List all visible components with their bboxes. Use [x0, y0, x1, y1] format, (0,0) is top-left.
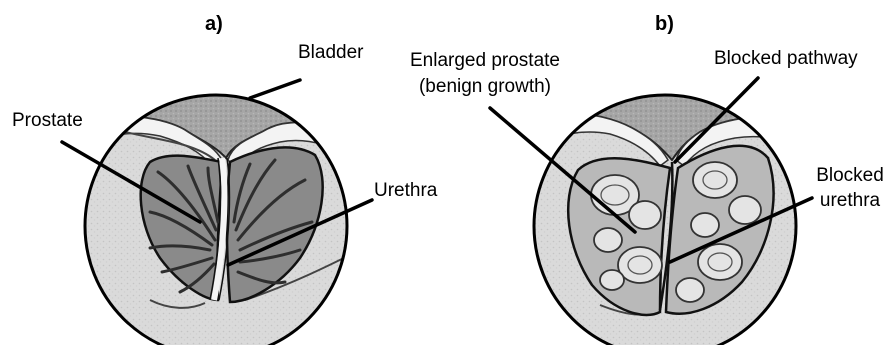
label-blocked-pathway: Blocked pathway [714, 48, 858, 70]
label-enlarged-prostate-line1: Enlarged prostate [400, 50, 570, 72]
panel-b-label: b) [655, 13, 674, 35]
label-blocked-urethra-line2: urethra [805, 190, 895, 212]
label-prostate: Prostate [12, 110, 83, 132]
panel-a-label: a) [205, 13, 223, 35]
panel-b-illustration [490, 75, 812, 345]
label-bladder: Bladder [298, 42, 364, 64]
label-enlarged-prostate-line2: (benign growth) [400, 76, 570, 98]
panel-a-illustration [62, 75, 372, 345]
label-blocked-urethra-line1: Blocked [805, 165, 895, 187]
leader-bladder [250, 80, 300, 98]
label-urethra: Urethra [374, 180, 437, 202]
